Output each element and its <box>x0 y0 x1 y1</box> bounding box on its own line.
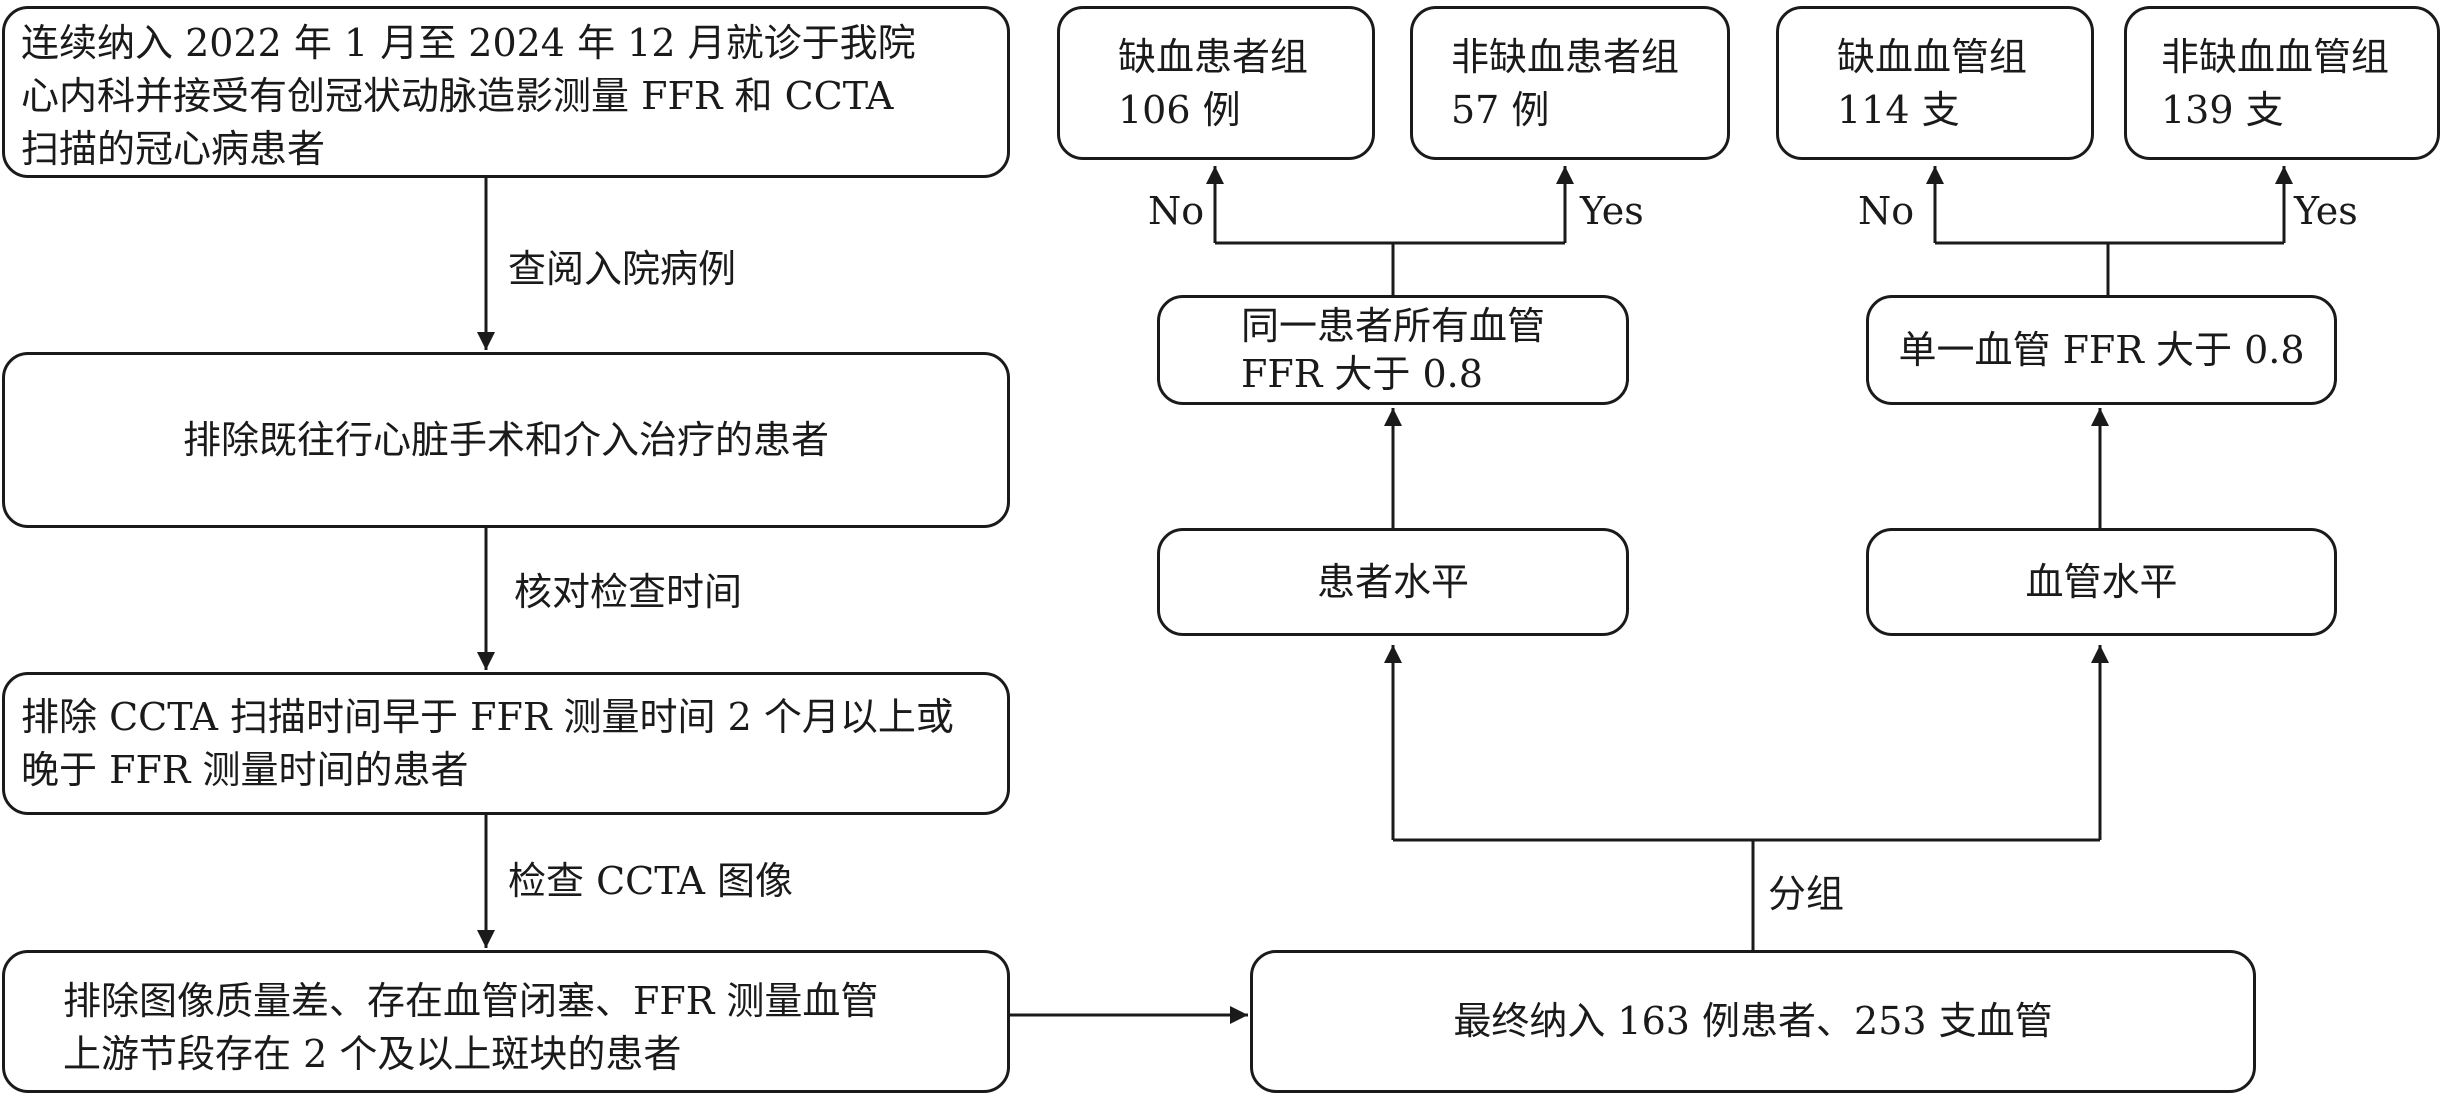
label-grouping: 分组 <box>1768 872 1845 916</box>
exclude-image-text: 排除图像质量差、存在血管闭塞、FFR 测量血管 上游节段存在 2 个及以上斑块的… <box>63 979 879 1076</box>
enroll-box: 连续纳入 2022 年 1 月至 2024 年 12 月就诊于我院 心内科并接受… <box>2 6 1010 178</box>
final-inclusion-text: 最终纳入 163 例患者、253 支血管 <box>1453 999 2053 1043</box>
label-vessel-no: No <box>1858 189 1915 233</box>
vessel-criterion-box: 单一血管 FFR 大于 0.8 <box>1866 295 2337 405</box>
patient-level-box: 患者水平 <box>1157 528 1629 636</box>
nonischemic-vessel-box: 非缺血血管组 139 支 <box>2124 6 2440 160</box>
label-vessel-yes: Yes <box>2294 189 2358 233</box>
label-check-time: 核对检查时间 <box>514 570 743 614</box>
ischemic-patient-box: 缺血患者组 106 例 <box>1057 6 1375 160</box>
patient-level-text: 患者水平 <box>1316 559 1469 604</box>
patient-criterion-text: 同一患者所有血管 FFR 大于 0.8 <box>1240 304 1545 396</box>
nonischemic-patient-text: 非缺血患者组 57 例 <box>1451 35 1680 132</box>
enroll-text: 连续纳入 2022 年 1 月至 2024 年 12 月就诊于我院 心内科并接受… <box>21 21 916 171</box>
exclude-time-text: 排除 CCTA 扫描时间早于 FFR 测量时间 2 个月以上或 晚于 FFR 测… <box>21 695 954 792</box>
exclude-surgery-box: 排除既往行心脏手术和介入治疗的患者 <box>2 352 1010 528</box>
ischemic-patient-text: 缺血患者组 106 例 <box>1118 35 1309 132</box>
ischemic-vessel-box: 缺血血管组 114 支 <box>1776 6 2094 160</box>
patient-criterion-box: 同一患者所有血管 FFR 大于 0.8 <box>1157 295 1629 405</box>
vessel-level-box: 血管水平 <box>1866 528 2337 636</box>
label-review-records: 查阅入院病例 <box>508 247 737 291</box>
label-patient-yes: Yes <box>1580 189 1644 233</box>
label-check-images: 检查 CCTA 图像 <box>508 859 794 903</box>
vessel-criterion-text: 单一血管 FFR 大于 0.8 <box>1898 327 2305 372</box>
nonischemic-patient-box: 非缺血患者组 57 例 <box>1410 6 1730 160</box>
exclude-image-box: 排除图像质量差、存在血管闭塞、FFR 测量血管 上游节段存在 2 个及以上斑块的… <box>2 950 1010 1093</box>
exclude-time-box: 排除 CCTA 扫描时间早于 FFR 测量时间 2 个月以上或 晚于 FFR 测… <box>2 672 1010 815</box>
final-inclusion-box: 最终纳入 163 例患者、253 支血管 <box>1250 950 2256 1093</box>
exclude-surgery-text: 排除既往行心脏手术和介入治疗的患者 <box>182 417 829 462</box>
nonischemic-vessel-text: 非缺血血管组 139 支 <box>2161 35 2390 132</box>
label-patient-no: No <box>1148 189 1205 233</box>
ischemic-vessel-text: 缺血血管组 114 支 <box>1837 35 2028 132</box>
vessel-level-text: 血管水平 <box>2025 559 2178 604</box>
